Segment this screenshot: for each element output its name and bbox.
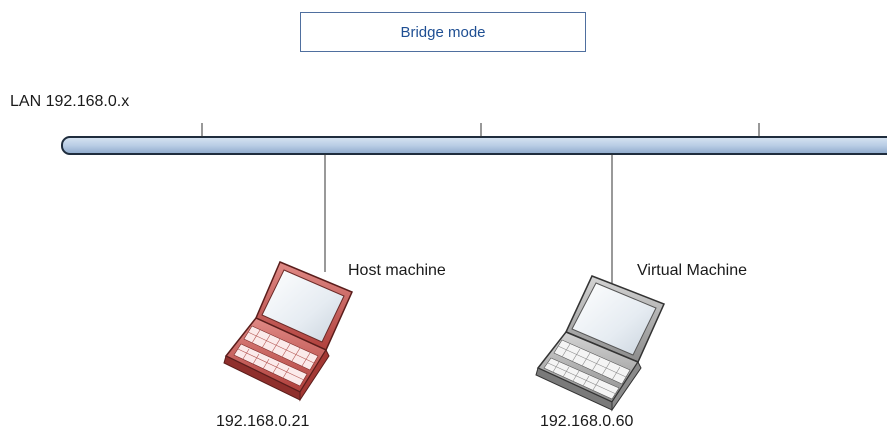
network-label: LAN 192.168.0.x	[10, 93, 130, 110]
diagram-title: Bridge mode	[300, 12, 586, 52]
virtual-machine-label: Virtual Machine	[637, 262, 747, 279]
vm-ip-label: 192.168.0.60	[540, 413, 634, 430]
lan-bus	[61, 123, 887, 155]
host-laptop-icon	[223, 261, 353, 402]
diagram-title-text: Bridge mode	[400, 23, 486, 41]
host-ip-label: 192.168.0.21	[216, 413, 310, 430]
host-machine-label: Host machine	[348, 262, 446, 279]
vm-laptop-icon	[535, 275, 666, 412]
